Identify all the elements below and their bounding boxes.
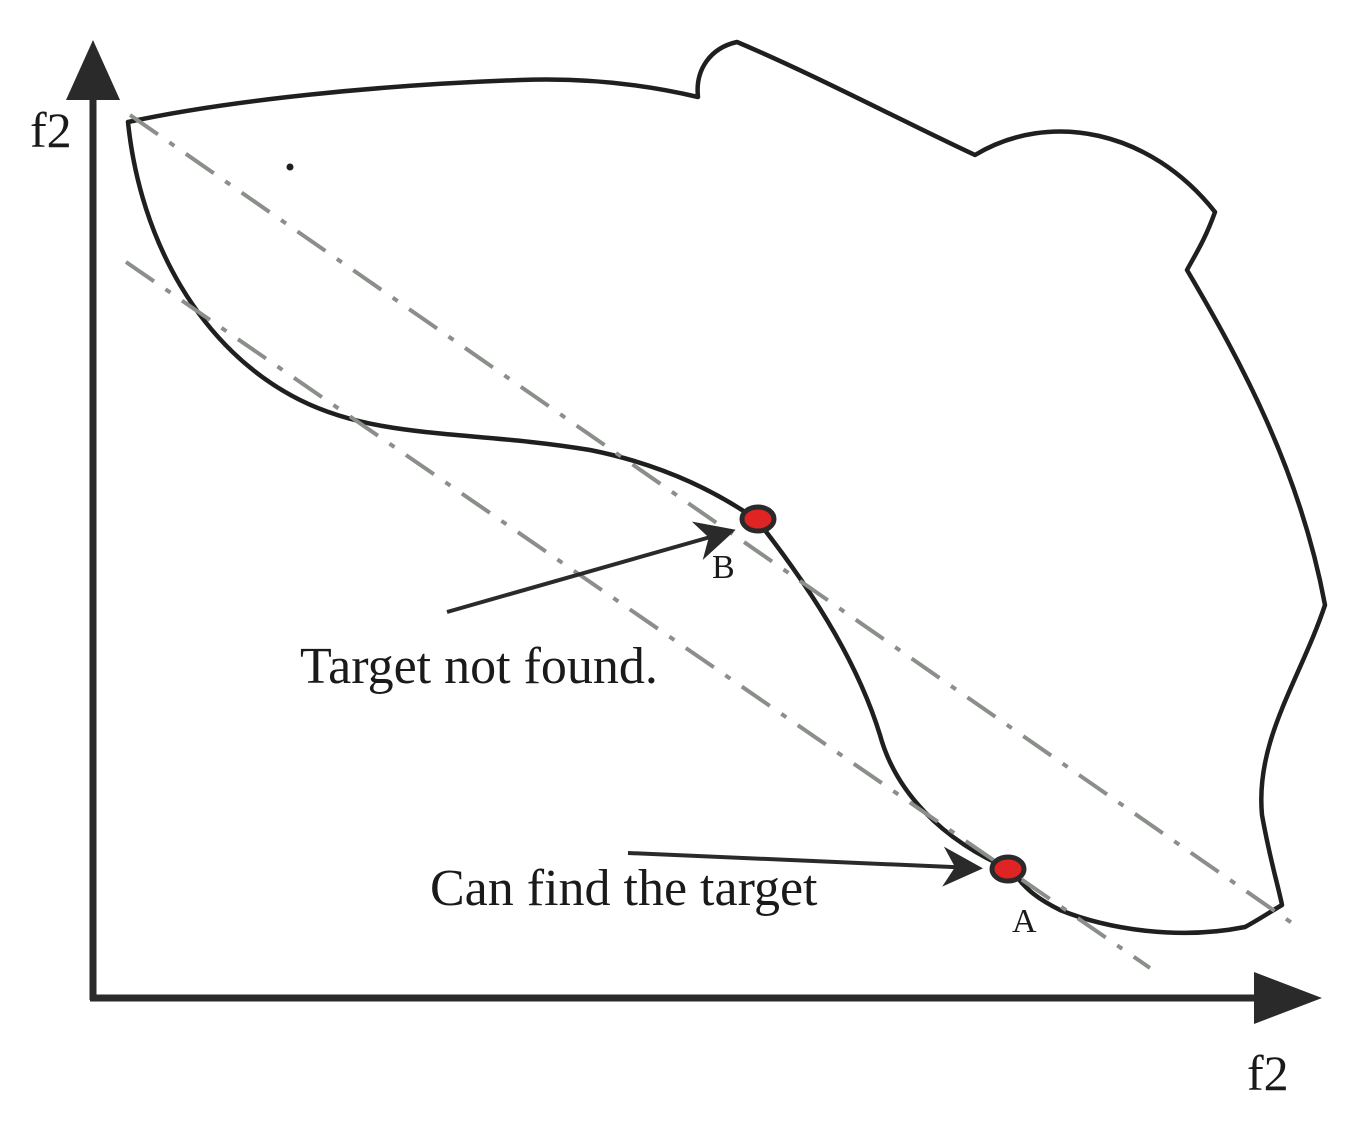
y-axis-label: f2 — [30, 102, 72, 158]
point-a-label: A — [1012, 903, 1037, 940]
stray-dot — [286, 163, 294, 171]
caption-target-not-found: Target not found. — [300, 638, 658, 695]
x-axis-arrowhead — [1254, 972, 1322, 1024]
upper-guide-line — [128, 113, 1304, 932]
y-axis-arrowhead — [66, 40, 120, 100]
objective-space-outline — [125, 39, 1328, 936]
point-a-marker — [989, 854, 1027, 884]
point-b-label: B — [712, 549, 735, 586]
x-axis-label: f2 — [1247, 1045, 1289, 1101]
point-b-marker — [739, 504, 777, 534]
arrow-to-b — [446, 521, 736, 614]
arrow-to-a — [627, 846, 983, 887]
caption-can-find-target: Can find the target — [430, 860, 818, 917]
